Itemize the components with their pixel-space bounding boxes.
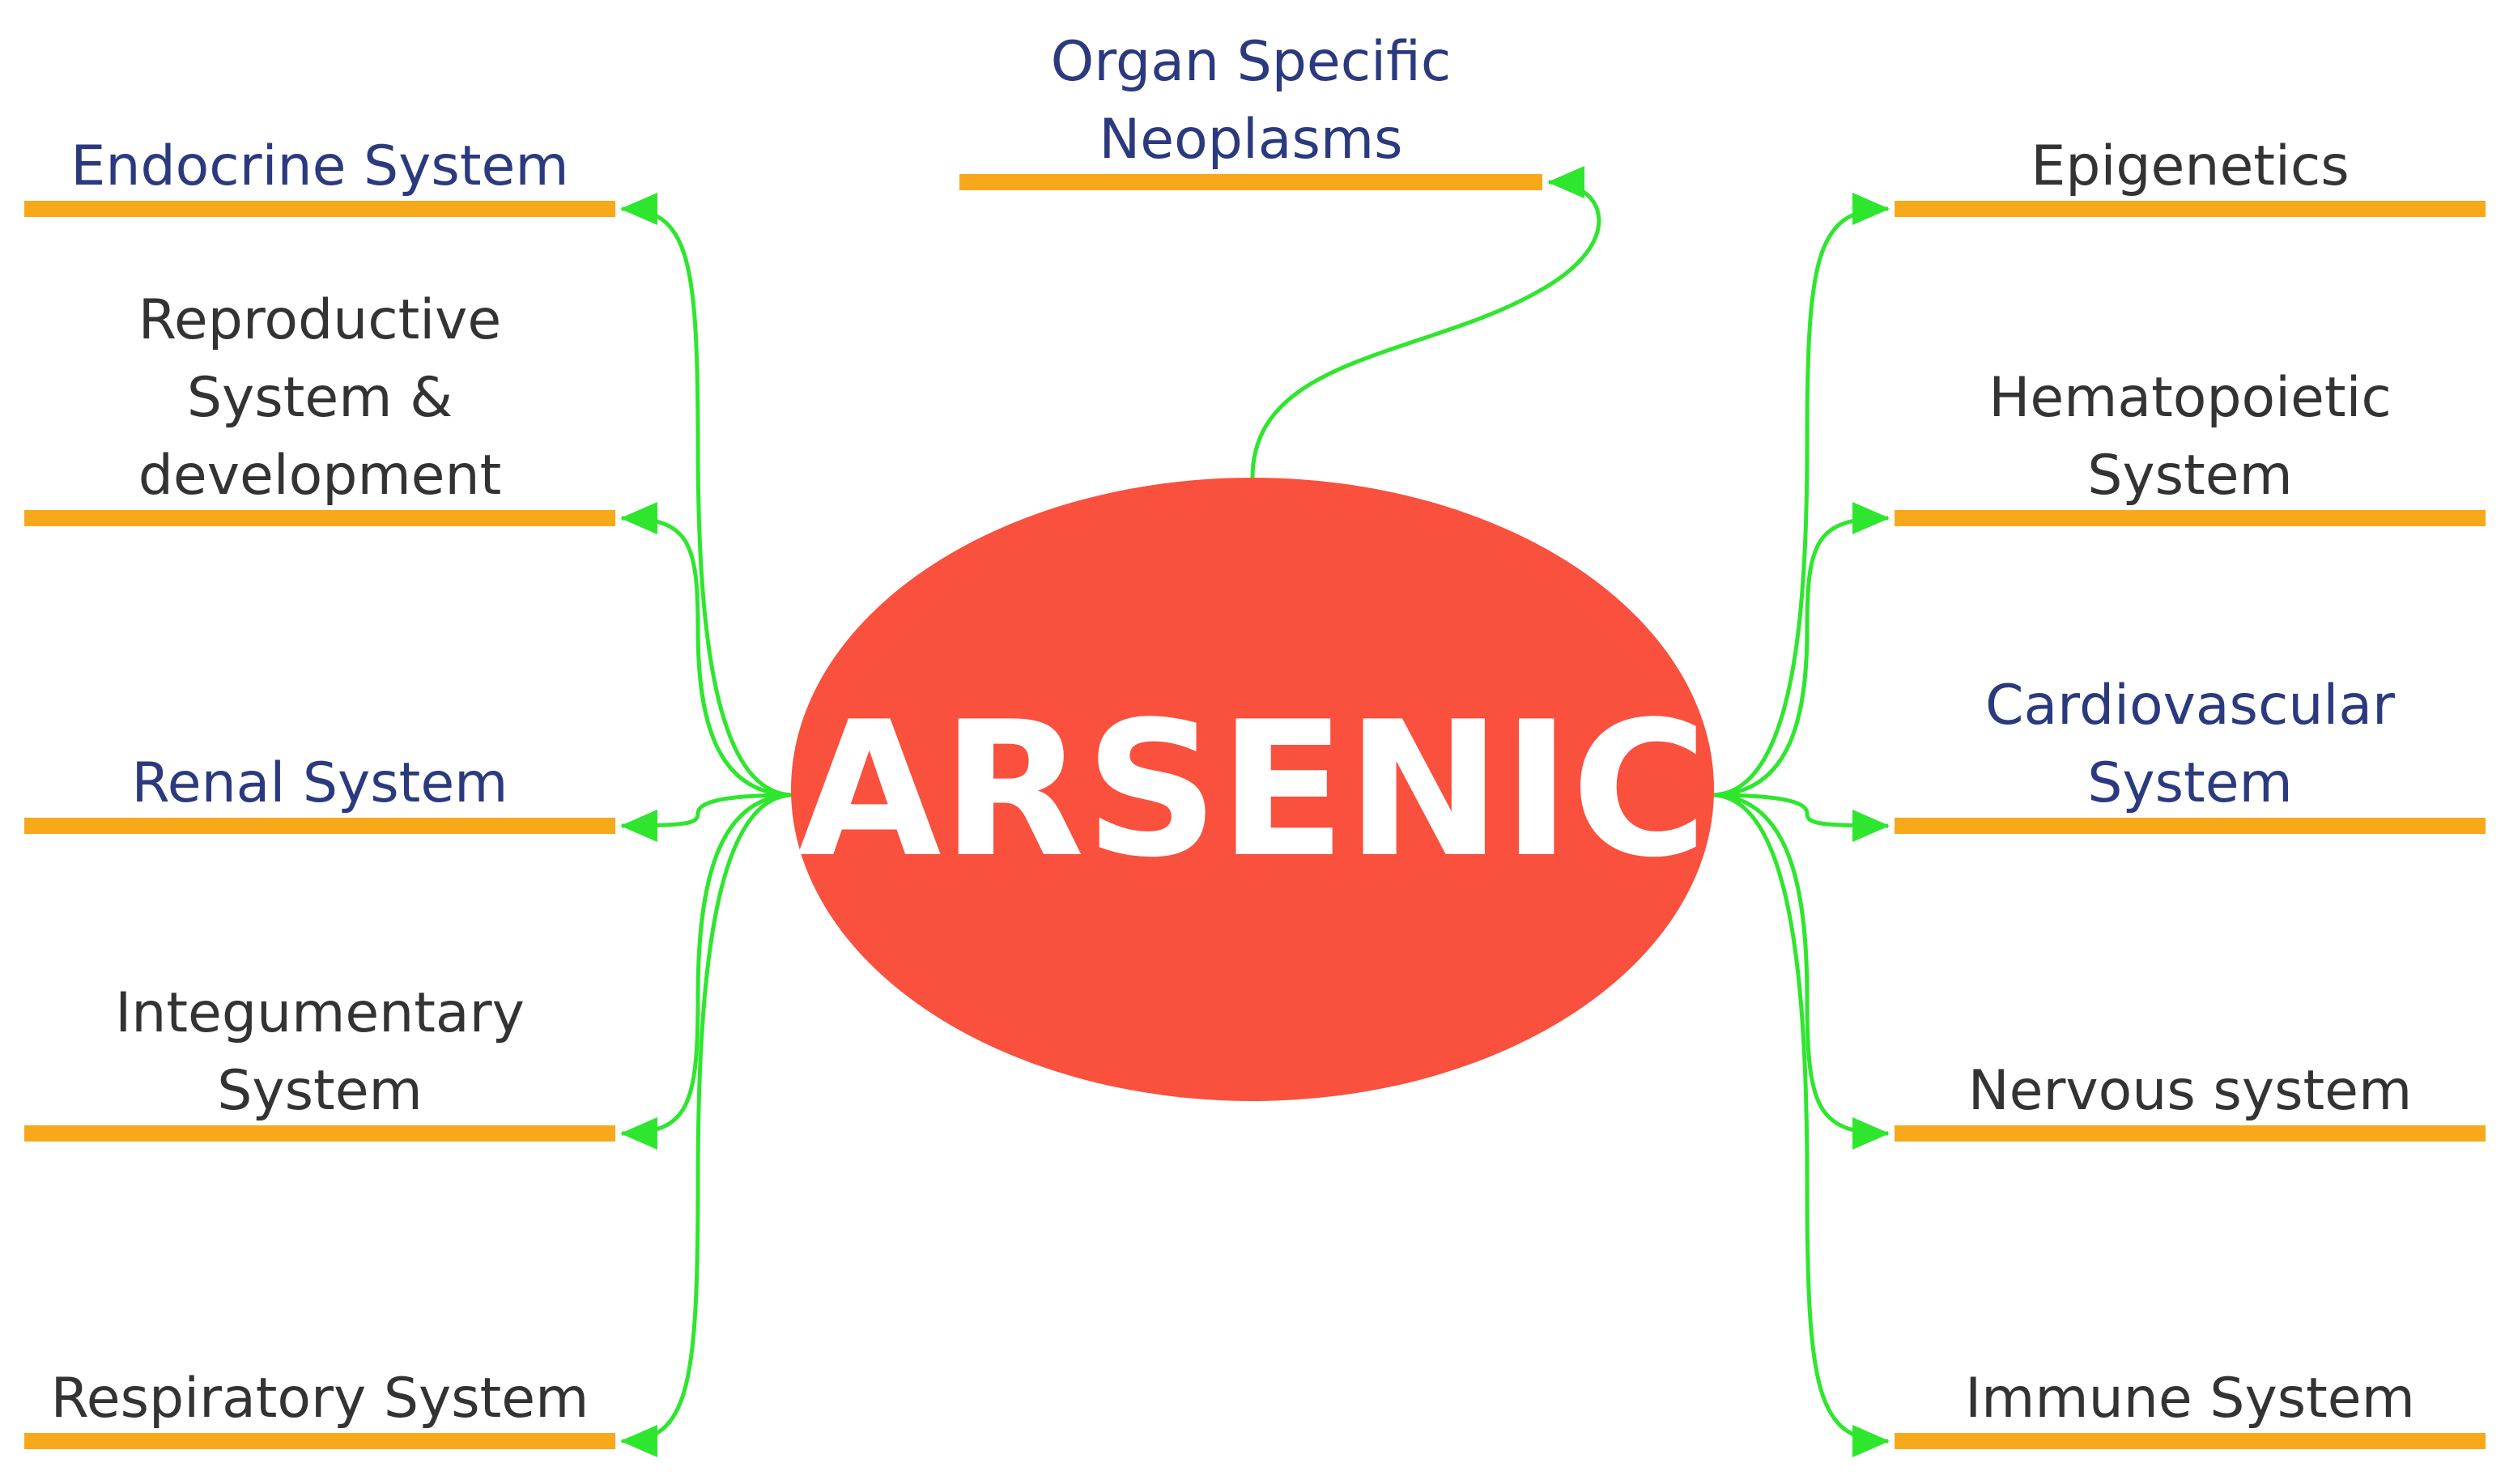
- nervous-system-label-line-1: Nervous system: [1968, 1059, 2412, 1123]
- organ-specific-neoplasms-underline: [959, 174, 1542, 190]
- endocrine-system-underline: [24, 201, 615, 217]
- organ-specific-neoplasms-connector-arrow: [1250, 166, 1601, 478]
- hematopoietic-system-underline: [1895, 510, 2486, 526]
- immune-system-label-line-1: Immune System: [1965, 1367, 2415, 1431]
- nervous-system-connector-arrow: [1711, 793, 1890, 1150]
- immune-system-connector-arrow: [1711, 793, 1890, 1457]
- respiratory-system-underline: [24, 1433, 615, 1449]
- center-ellipse: [791, 478, 1714, 1101]
- connectors-group: [620, 166, 1890, 1457]
- hematopoietic-system-connector-arrow: [1711, 502, 1890, 797]
- reproductive-system-development-label-line-2: System &: [187, 366, 453, 430]
- cardiovascular-system-label-line-1: Cardiovascular: [1985, 674, 2395, 738]
- integumentary-system-label-line-2: System: [217, 1059, 423, 1123]
- reproductive-system-development-label-line-1: Reproductive: [138, 288, 502, 352]
- respiratory-system-label-line-1: Respiratory System: [51, 1367, 589, 1431]
- organ-specific-neoplasms-label-line-2: Neoplasms: [1099, 108, 1402, 172]
- endocrine-system-connector-arrow: [620, 193, 794, 797]
- cardiovascular-system-label-line-2: System: [2087, 751, 2293, 815]
- respiratory-system-connector-arrow: [620, 793, 794, 1457]
- integumentary-system-connector-arrow: [620, 793, 794, 1150]
- cardiovascular-system-underline: [1895, 818, 2486, 834]
- endocrine-system-label-line-1: Endocrine System: [70, 134, 568, 198]
- nervous-system-underline: [1895, 1125, 2486, 1142]
- epigenetics-underline: [1895, 201, 2486, 217]
- organ-specific-neoplasms-label-line-1: Organ Specific: [1051, 30, 1452, 94]
- reproductive-system-development-underline: [24, 510, 615, 526]
- renal-system-underline: [24, 818, 615, 834]
- reproductive-system-development-connector-arrow: [620, 502, 794, 797]
- renal-system-label-line-1: Renal System: [132, 751, 508, 815]
- integumentary-system-label-line-1: Integumentary: [115, 981, 525, 1045]
- integumentary-system-underline: [24, 1125, 615, 1142]
- underlines-group: [24, 174, 2486, 1449]
- epigenetics-connector-arrow: [1711, 193, 1890, 797]
- cardiovascular-system-connector-arrow: [1711, 793, 1890, 842]
- immune-system-underline: [1895, 1433, 2486, 1449]
- epigenetics-label-line-1: Epigenetics: [2031, 134, 2349, 198]
- renal-system-connector-arrow: [620, 793, 794, 842]
- hematopoietic-system-label-line-2: System: [2087, 444, 2293, 508]
- hematopoietic-system-label-line-1: Hematopoietic: [1988, 366, 2392, 430]
- reproductive-system-development-label-line-3: development: [138, 444, 502, 508]
- center-label: ARSENIC: [797, 682, 1708, 899]
- center-node: ARSENIC: [791, 478, 1714, 1101]
